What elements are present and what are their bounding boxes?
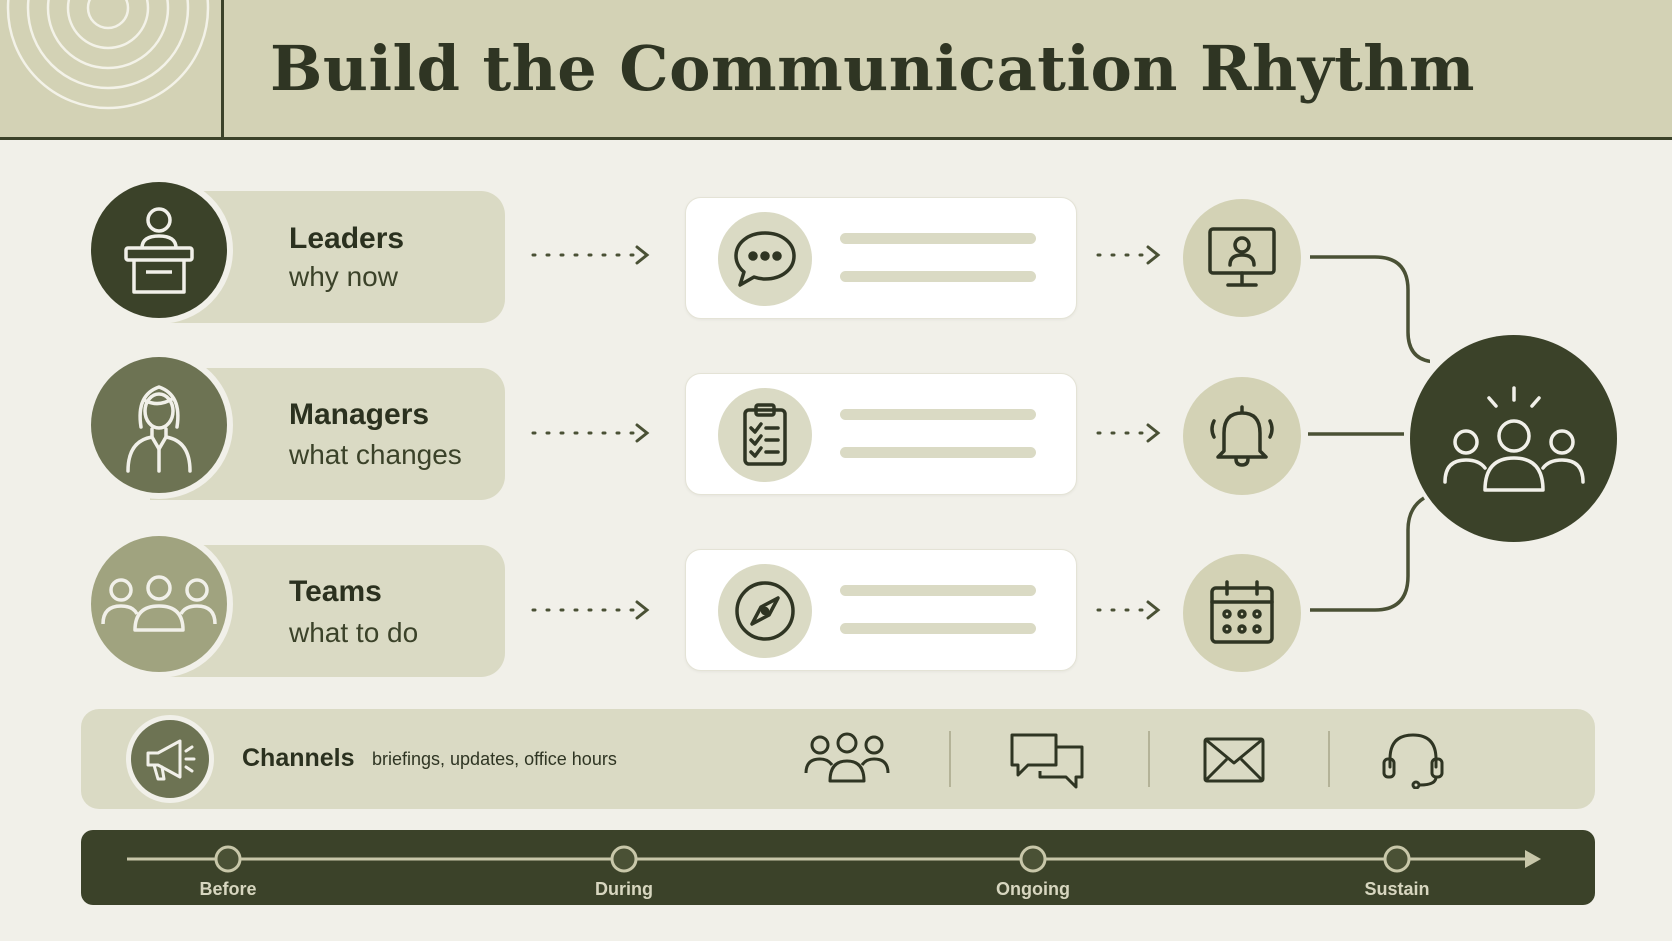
card-text-line (840, 585, 1036, 596)
chat-bubbles-icon (1010, 733, 1084, 789)
bell-icon (1183, 377, 1301, 495)
card-text-line (840, 233, 1036, 244)
audience-subtitle-teams: what to do (289, 617, 419, 648)
envelope-icon (1203, 737, 1265, 783)
timeline-label-sustain: Sustain (1364, 879, 1430, 899)
team-celebration-icon (1410, 335, 1617, 542)
calendar-icon (1183, 554, 1301, 672)
timeline-track (127, 845, 1541, 873)
channels-subtitle: briefings, updates, office hours (372, 749, 617, 769)
channels-bar: Channels briefings, updates, office hour… (81, 709, 1595, 809)
audience-title-teams: Teams (289, 575, 382, 608)
dotted-arrow-leaders (531, 245, 650, 265)
channels-title: Channels (242, 744, 355, 772)
channel-separator (1148, 731, 1150, 787)
audience-title-leaders: Leaders (289, 222, 405, 255)
video-presenter-icon (1183, 199, 1301, 317)
message-card-teams (685, 549, 1077, 671)
timeline-bar: Before During Ongoing Sustain (81, 830, 1595, 905)
podium-speaker-icon (85, 176, 233, 324)
card-text-line (840, 623, 1036, 634)
timeline-label-ongoing: Ongoing (996, 879, 1070, 899)
compass-icon (718, 564, 812, 658)
hub-connectors (1308, 255, 1430, 612)
audience-subtitle-managers: what changes (289, 439, 462, 470)
channel-separator (1328, 731, 1330, 787)
page-title: Build the Communication Rhythm (270, 32, 1475, 105)
card-text-line (840, 447, 1036, 458)
header-divider (221, 0, 224, 140)
chat-bubble-icon (718, 212, 812, 306)
timeline-node-during (610, 845, 638, 873)
card-text-line (840, 409, 1036, 420)
message-card-managers (685, 373, 1077, 495)
people-group-icon (804, 732, 890, 783)
channel-separator (949, 731, 951, 787)
header-band: Build the Communication Rhythm (0, 0, 1672, 140)
woman-person-icon (85, 351, 233, 499)
concentric-arcs-decoration (6, 0, 210, 110)
timeline-label-before: Before (199, 879, 257, 899)
card-text-line (840, 271, 1036, 282)
megaphone-icon (126, 715, 214, 803)
timeline-label-during: During (595, 879, 653, 899)
timeline-node-sustain (1383, 845, 1411, 873)
dotted-arrow-teams (531, 600, 650, 620)
message-card-leaders (685, 197, 1077, 319)
audience-title-managers: Managers (289, 398, 430, 431)
dotted-arrow-format-3 (1096, 600, 1161, 620)
dotted-arrow-format-2 (1096, 423, 1161, 443)
checklist-clipboard-icon (718, 388, 812, 482)
group-people-icon (85, 530, 233, 678)
dotted-arrow-managers (531, 423, 650, 443)
headset-icon (1382, 733, 1444, 789)
timeline-node-ongoing (1019, 845, 1047, 873)
timeline-node-before (214, 845, 242, 873)
dotted-arrow-format-1 (1096, 245, 1161, 265)
audience-subtitle-leaders: why now (289, 261, 398, 292)
